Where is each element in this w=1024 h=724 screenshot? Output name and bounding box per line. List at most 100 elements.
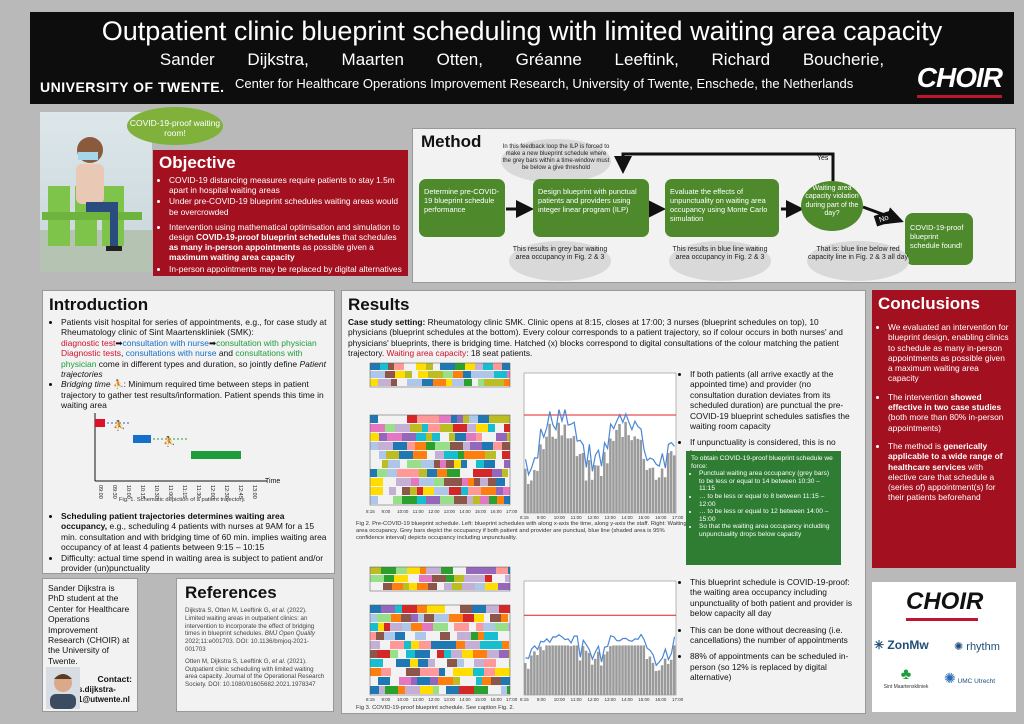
fig3-physician-schedule — [417, 677, 430, 685]
fig2-physician-schedule — [467, 424, 476, 432]
fig2-physician-schedule — [407, 442, 415, 450]
fig2-occupancy-bar — [530, 480, 533, 513]
fig3-occupancy-tick: 13:00 — [604, 697, 616, 702]
fig2-physician-schedule — [467, 496, 473, 504]
fig2-occupancy-bar — [609, 438, 612, 513]
waiting-room-bubble: COVID-19-proof waiting room! — [127, 107, 223, 145]
contact-email[interactable]: s.dijkstra-1@utwente.nl — [78, 684, 130, 705]
rhythm-mark-icon: ✺ — [954, 641, 964, 653]
fig2-physician-schedule — [370, 487, 383, 495]
fig2-schedule-tick: 11:00 — [413, 509, 424, 514]
fig3-occupancy-tick: 14:00 — [621, 697, 633, 702]
fig3-schedule-tick: 14:00 — [459, 697, 471, 702]
fig2-schedule-tick: 12:00 — [428, 509, 440, 514]
umc-logo: ✺ UMC Utrecht — [944, 670, 996, 686]
fig3-physician-schedule — [399, 677, 411, 685]
fig1-tick-label: 12:30 — [223, 485, 229, 499]
yes-label: Yes — [817, 155, 829, 162]
fig3-nurse-schedule — [420, 567, 426, 574]
fig2-occupancy-bar — [630, 440, 633, 513]
fig3-physician-schedule — [472, 605, 478, 613]
fig2-physician-schedule — [434, 487, 449, 495]
poster-title: Outpatient clinic blueprint scheduling w… — [101, 16, 943, 46]
fig2-physician-schedule — [393, 442, 407, 450]
fig3-physician-schedule — [402, 605, 417, 613]
fig3-physician-schedule — [384, 632, 395, 640]
fig2-occupancy-bar — [666, 452, 670, 513]
fig3-physician-schedule — [390, 641, 404, 649]
fig2-occupancy-bar — [663, 477, 667, 513]
fig3-physician-schedule — [401, 614, 411, 622]
fig2-physician-schedule — [468, 478, 474, 486]
fig3-physician-schedule — [474, 686, 488, 694]
fig3-physician-schedule — [509, 659, 510, 667]
fig3-physician-schedule — [384, 623, 390, 631]
fig2-nurse-schedule — [370, 379, 378, 386]
fig3-physician-schedule — [378, 677, 390, 685]
fig3-nurse-schedule — [485, 583, 492, 590]
fig3-occupancy-bar — [590, 664, 594, 695]
fig2-physician-schedule — [469, 415, 478, 423]
fig3-physician-schedule — [501, 614, 508, 622]
results-bullet: If both patients (all arrive exactly at … — [690, 369, 856, 431]
fig2-physician-schedule — [461, 460, 467, 468]
fig2-physician-schedule — [451, 478, 462, 486]
fig2-physician-schedule — [468, 487, 481, 495]
fig3-schedule-tick: 15:00 — [475, 697, 487, 702]
fig3-physician-schedule — [433, 623, 448, 631]
fig3-physician-schedule — [509, 650, 510, 658]
fig2-physician-schedule — [370, 433, 379, 441]
fig3-occupancy-bar — [612, 645, 615, 695]
fig1-tick-label: 12:45 — [237, 485, 243, 499]
fig2-occupancy-bar — [593, 465, 597, 513]
fig3-nurse-schedule — [492, 583, 498, 590]
fig2-occupancy-bar — [627, 435, 630, 513]
fig2-schedule-tick: 15:00 — [475, 509, 487, 514]
fig2-physician-schedule — [395, 424, 410, 432]
fig2-physician-schedule — [370, 478, 383, 486]
fig2-physician-schedule — [427, 469, 437, 477]
fig3-physician-schedule — [495, 668, 510, 676]
fig2-schedule-tick: 9:00 — [382, 509, 391, 514]
fig3-physician-schedule — [437, 650, 444, 658]
fig3-nurse-schedule — [489, 567, 496, 574]
poster-authors: Sander Dijkstra, Maarten Otten, Gréanne … — [159, 50, 885, 69]
method-step-evaluate: Evaluate the effects of unpunctuality on… — [665, 179, 779, 237]
fig2-physician-schedule — [417, 487, 423, 495]
fig3-occupancy-bar — [572, 645, 576, 695]
method-heading: Method — [421, 132, 482, 151]
fig3-physician-schedule — [390, 623, 402, 631]
choir-logo: CHOIR — [906, 588, 984, 615]
fig3-physician-schedule — [457, 632, 471, 640]
fig2-physician-schedule — [417, 496, 426, 504]
fig2-physician-schedule — [496, 478, 505, 486]
fig3-occupancy-tick: 17:00 — [672, 697, 684, 702]
method-panel: Method In this feedback loop the ILP is … — [412, 128, 1016, 283]
fig2-physician-schedule — [393, 496, 402, 504]
fig3-physician-schedule — [370, 659, 383, 667]
fig3-occupancy-bar — [560, 645, 564, 695]
fig2-physician-schedule — [502, 469, 508, 477]
fig2-nurse-schedule — [433, 379, 446, 386]
fig2-occupancy-bar — [648, 468, 652, 513]
fig2-physician-schedule — [473, 469, 483, 477]
fig3-nurse-schedule — [479, 575, 485, 582]
fig2-nurse-schedule — [418, 371, 428, 378]
fig3-occupancy-bar — [663, 658, 667, 695]
fig2-physician-schedule — [476, 433, 482, 441]
fig2-physician-schedule — [407, 460, 421, 468]
fig2-nurse-schedule — [370, 371, 385, 378]
fig2-physician-schedule — [488, 478, 496, 486]
author-bio-panel: Sander Dijkstra is PhD student at the Ce… — [42, 578, 138, 712]
fig2-nurse-schedule — [471, 371, 479, 378]
fig3-nurse-schedule — [419, 575, 432, 582]
fig3-physician-schedule — [501, 686, 507, 694]
fig3-occupancy-tick: 10:00 — [554, 697, 566, 702]
fig3-occupancy-bar — [666, 663, 670, 695]
fig2-occupancy-bar — [603, 451, 606, 513]
fig3-physician-schedule — [453, 668, 461, 676]
fig2-physician-schedule — [440, 496, 454, 504]
fig2-schedule-tick: 17:00 — [506, 509, 518, 514]
fig3-physician-schedule — [370, 650, 377, 658]
poster-header: Outpatient clinic blueprint scheduling w… — [30, 12, 1014, 104]
